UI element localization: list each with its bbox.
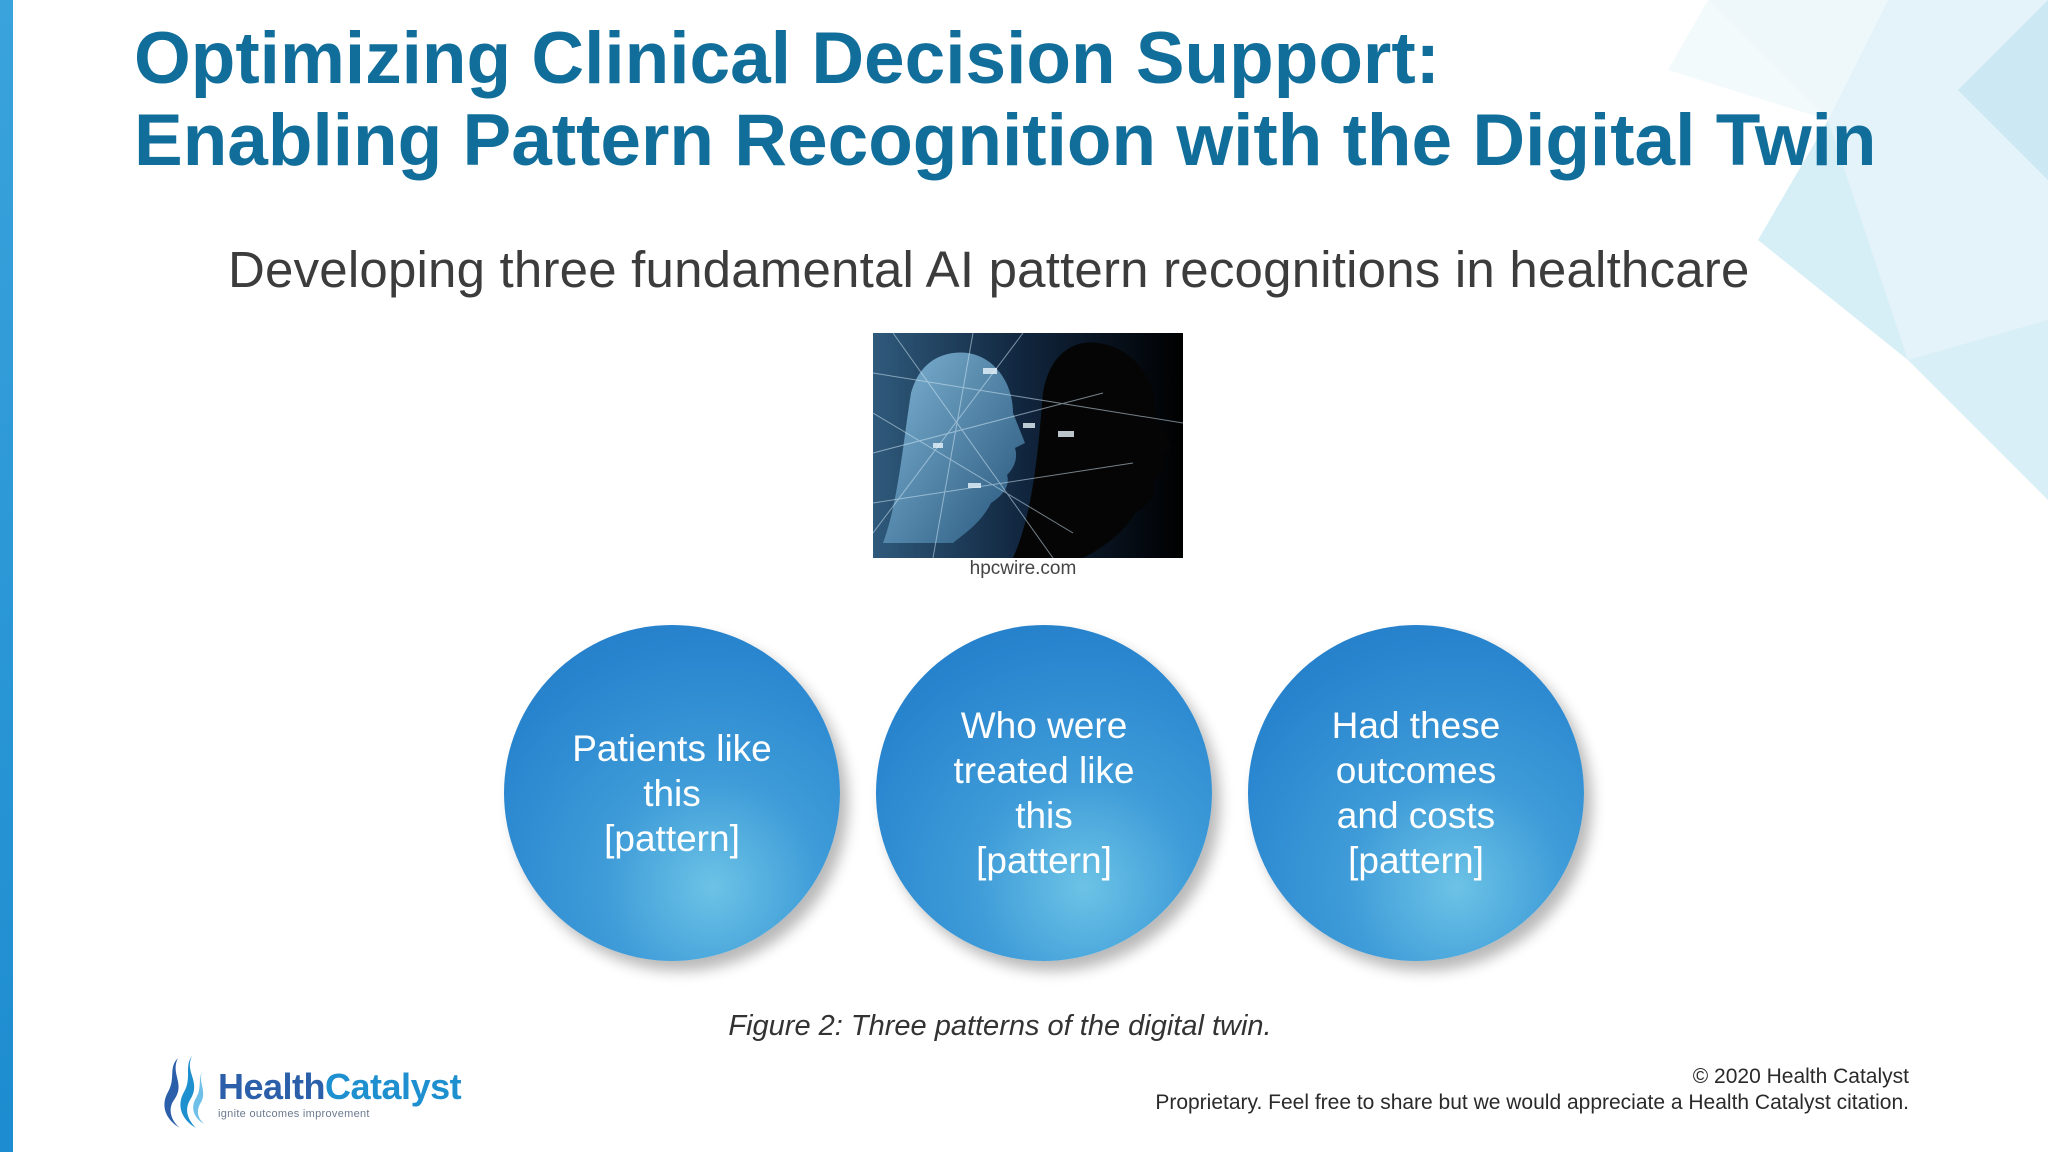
logo-word-catalyst: Catalyst	[325, 1066, 462, 1107]
corner-decoration	[1668, 0, 2048, 500]
title-line-2: Enabling Pattern Recognition with the Di…	[134, 100, 1877, 181]
title-line-1: Optimizing Clinical Decision Support:	[134, 18, 1440, 99]
pattern-circle-outcomes: Had these outcomes and costs [pattern]	[1248, 625, 1584, 961]
circle-label: Had these outcomes and costs [pattern]	[1331, 705, 1501, 881]
flame-logo-icon	[164, 1056, 204, 1128]
health-catalyst-logo: HealthCatalyst ignite outcomes improveme…	[160, 1052, 470, 1132]
copyright-notice: © 2020 Health Catalyst Proprietary. Feel…	[1155, 1064, 1909, 1116]
pattern-circle-treated: Who were treated like this [pattern]	[876, 625, 1212, 961]
logo-wordmark: HealthCatalyst	[218, 1066, 462, 1108]
logo-word-health: Health	[218, 1066, 326, 1107]
copyright-line-1: © 2020 Health Catalyst	[1692, 1065, 1909, 1088]
left-accent-bar	[0, 0, 13, 1152]
figure-caption: Figure 2: Three patterns of the digital …	[728, 1010, 1272, 1042]
copyright-line-2: Proprietary. Feel free to share but we w…	[1155, 1091, 1909, 1114]
digital-face-image	[873, 333, 1183, 558]
image-credit: hpcwire.com	[969, 558, 1077, 579]
pattern-circle-patients: Patients like this [pattern]	[504, 625, 840, 961]
circle-label: Who were treated like this [pattern]	[953, 705, 1135, 881]
slide-title: Optimizing Clinical Decision Support: En…	[134, 18, 1877, 182]
logo-tagline: ignite outcomes improvement	[218, 1108, 370, 1120]
slide-subtitle: Developing three fundamental AI pattern …	[228, 241, 1750, 298]
circle-label: Patients like this [pattern]	[572, 727, 772, 859]
